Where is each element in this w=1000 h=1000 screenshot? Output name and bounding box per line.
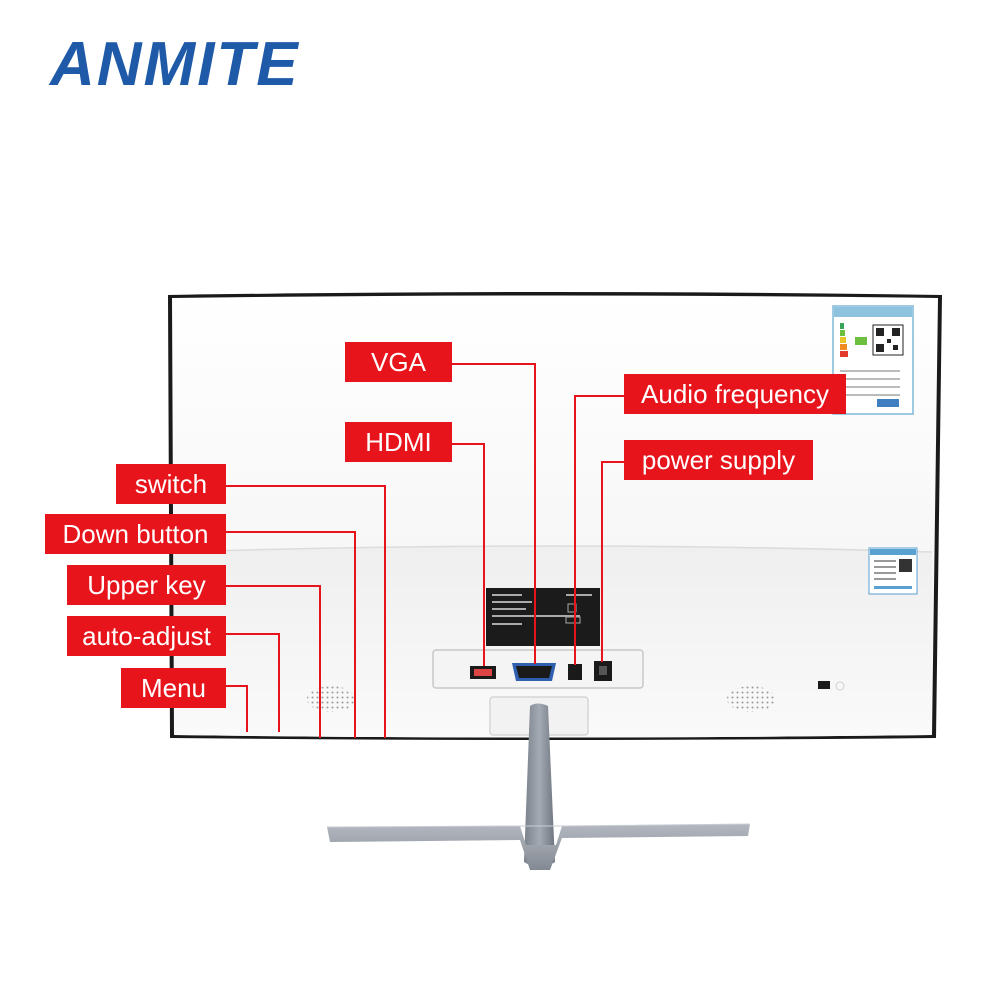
vga-label: VGA: [345, 342, 452, 382]
menu-label: Menu: [121, 668, 226, 708]
auto-adjust-leader-line: [226, 633, 280, 732]
audio-leader-line: [574, 395, 624, 665]
certification-sticker: [868, 547, 918, 595]
down-button-leader-line: [226, 531, 356, 738]
switch-leader-line: [226, 485, 386, 738]
power-leader-line: [601, 461, 624, 662]
power-supply-label: power supply: [624, 440, 813, 480]
port-panel: [432, 649, 644, 689]
kensington-slot: [818, 681, 830, 689]
hdmi-leader-line: [452, 443, 485, 666]
brand-logo: ANMITE: [50, 30, 300, 99]
stand-base: [327, 824, 750, 870]
energy-label: [832, 305, 914, 415]
callout-leader-lines: [226, 363, 624, 738]
down-button-label: Down button: [45, 514, 226, 554]
speaker-grille-right: [727, 686, 775, 712]
vga-leader-line: [452, 363, 536, 664]
rating-label: [486, 588, 600, 646]
upper-key-label: Upper key: [67, 565, 226, 605]
speaker-grille-left: [307, 686, 355, 712]
auto-adjust-label: auto-adjust: [67, 616, 226, 656]
audio-frequency-label: Audio frequency: [624, 374, 846, 414]
upper-key-leader-line: [226, 585, 321, 738]
hdmi-label: HDMI: [345, 422, 452, 462]
switch-label: switch: [116, 464, 226, 504]
menu-leader-line: [226, 685, 248, 732]
